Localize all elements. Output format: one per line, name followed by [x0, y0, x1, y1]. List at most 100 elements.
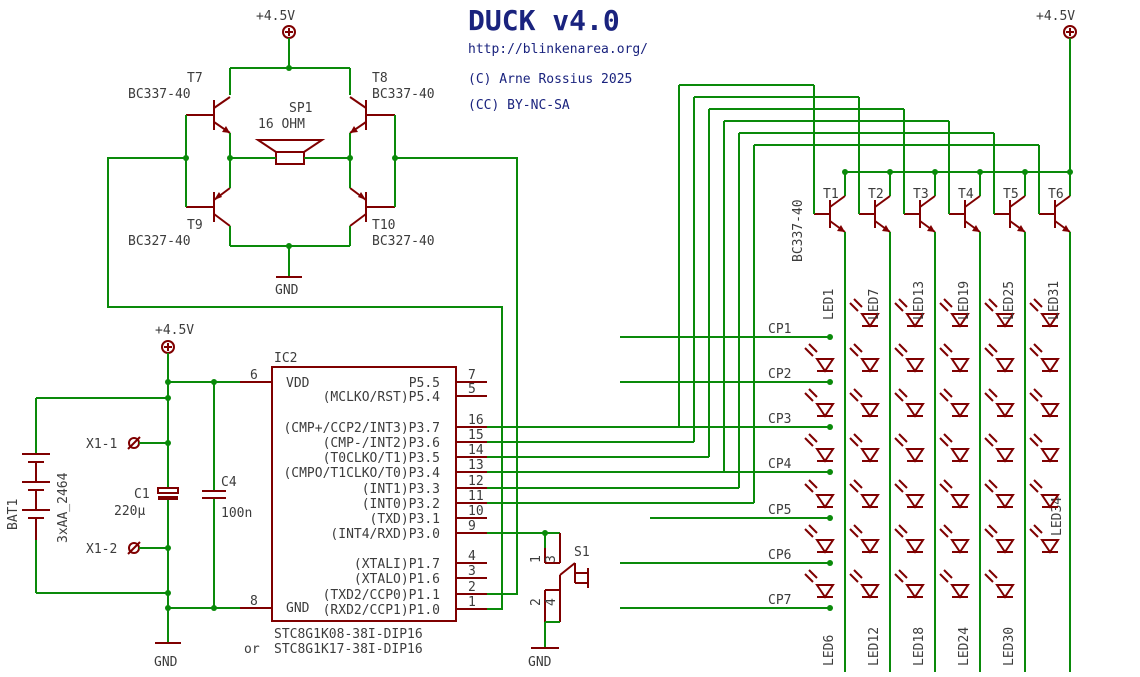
transistor-t7 [186, 96, 231, 134]
row-cp7: CP7 [620, 593, 833, 611]
led-ray [804, 528, 814, 538]
led-ray [1029, 528, 1039, 538]
led [1029, 524, 1060, 554]
ic2-or: or [244, 642, 260, 657]
led-ray [808, 569, 818, 579]
led-ray [1029, 483, 1039, 493]
ic2-pin-11-name: (INT0)P3.2 [362, 497, 440, 512]
led-ray [894, 437, 904, 447]
led-body [815, 403, 835, 418]
ic2-pin-5-name: (MCLKO/RST)P5.4 [323, 390, 441, 405]
led [894, 569, 925, 599]
led-ray [943, 343, 953, 353]
c1-ref: C1 [134, 487, 150, 502]
supply-label-ic: +4.5V [155, 323, 194, 338]
led-ray [939, 528, 949, 538]
led-ray [849, 302, 859, 312]
ic2-pin-2-num: 2 [468, 580, 476, 595]
wire-junction [827, 515, 833, 521]
led-ray [943, 569, 953, 579]
led-label-led18: LED18 [912, 627, 927, 666]
led-ray [849, 483, 859, 493]
led-body [995, 584, 1015, 599]
led [849, 524, 880, 554]
supply-symbol-matrix [1063, 25, 1077, 39]
led-ray [939, 302, 949, 312]
led-body [815, 584, 835, 599]
led [939, 479, 970, 509]
led-ray [804, 573, 814, 583]
led-body [950, 539, 970, 554]
matrix-transistor-ref: T5 [1003, 187, 1019, 202]
ic2-part-1: STC8G1K08-38I-DIP16 [274, 627, 423, 642]
row-label-cp1: CP1 [768, 322, 791, 337]
transistor-t8 [349, 96, 395, 134]
led [894, 479, 925, 509]
base-feed-wire [487, 96, 860, 443]
matrix-transistor-ref: T6 [1048, 187, 1064, 202]
row-cp4: CP4 [650, 457, 833, 475]
supply-symbol-ic [161, 340, 175, 354]
led [804, 524, 835, 554]
led-body [950, 358, 970, 373]
led-body [905, 313, 925, 328]
matrix-transistor-ref: T4 [958, 187, 974, 202]
led-ray [939, 483, 949, 493]
led-label-led30: LED30 [1002, 627, 1017, 666]
row-cp2: CP2 [620, 367, 833, 385]
ic2-pin-11-num: 11 [468, 489, 484, 504]
led-body [905, 403, 925, 418]
led-body [1040, 494, 1060, 509]
t9-ref: T9 [187, 218, 203, 233]
t7-ref: T7 [187, 71, 203, 86]
t7-value: BC337-40 [128, 87, 191, 102]
ic2-pin-7-name: P5.5 [409, 376, 440, 391]
led-label-led1: LED1 [822, 289, 837, 320]
led [939, 433, 970, 463]
ic2-pin-7-num: 7 [468, 368, 476, 383]
ic2-pin-13-name: (CMPO/T1CLKO/T0)P3.4 [283, 466, 440, 481]
supply-symbol-bridge [282, 25, 296, 39]
matrix-transistor-type: BC337-40 [791, 199, 806, 262]
led-ray [849, 347, 859, 357]
row-label-cp3: CP3 [768, 412, 791, 427]
row-label-cp2: CP2 [768, 367, 791, 382]
led-ray [939, 437, 949, 447]
led-ray [804, 347, 814, 357]
ic2-part-2: STC8G1K17-38I-DIP16 [274, 642, 423, 657]
led-ray [988, 433, 998, 443]
led-body [860, 358, 880, 373]
led-ray [894, 392, 904, 402]
speaker-ref: SP1 [289, 101, 312, 116]
led-body [995, 539, 1015, 554]
wire-junction [827, 334, 833, 340]
led-ray [808, 524, 818, 534]
transistor-t9 [186, 187, 231, 227]
led-ray [853, 388, 863, 398]
row-label-cp7: CP7 [768, 593, 791, 608]
row-label-cp4: CP4 [768, 457, 792, 472]
transistor-collector [829, 195, 846, 208]
led-ray [943, 388, 953, 398]
led-ray [898, 298, 908, 308]
transistor-collector [1054, 195, 1071, 208]
ic2-pin-3-num: 3 [468, 564, 476, 579]
led-ray [894, 302, 904, 312]
base-feed-wire [487, 84, 815, 428]
led [804, 388, 835, 418]
led-ray [898, 524, 908, 534]
led-ray [984, 528, 994, 538]
led-ray [1033, 298, 1043, 308]
switch-pin-4: 4 [544, 598, 559, 606]
led [939, 343, 970, 373]
led-body [815, 358, 835, 373]
led [894, 388, 925, 418]
switch-pin-2: 2 [529, 598, 544, 606]
led-ray [988, 388, 998, 398]
t9-value: BC327-40 [128, 234, 191, 249]
led-ray [939, 392, 949, 402]
ic2-pin-12-name: (INT1)P3.3 [362, 482, 440, 497]
led-ray [984, 573, 994, 583]
transistor-collector [964, 195, 981, 208]
